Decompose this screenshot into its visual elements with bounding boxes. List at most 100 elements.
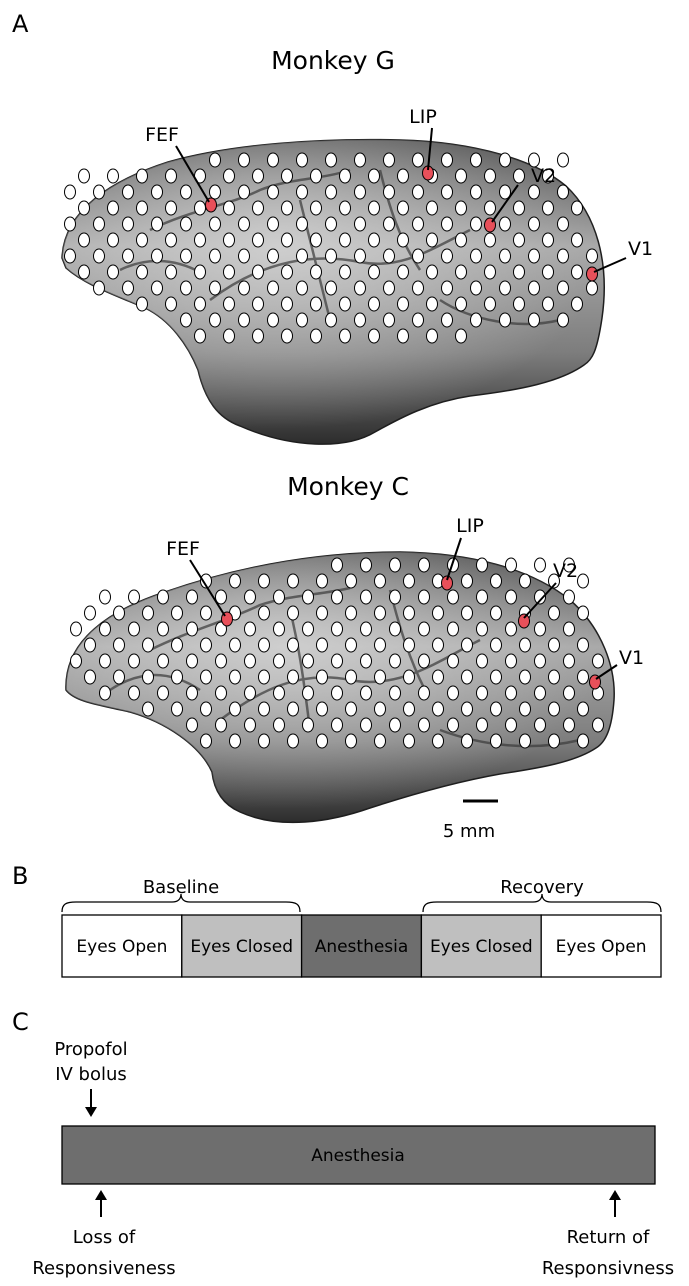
electrode-marker bbox=[375, 606, 386, 620]
electrode-marker bbox=[129, 654, 140, 668]
electrode-marker bbox=[427, 329, 438, 343]
electrode-marker bbox=[152, 249, 163, 263]
electrode-marker bbox=[216, 718, 227, 732]
anesthesia-bar-label: Anesthesia bbox=[311, 1146, 405, 1166]
electrode-marker bbox=[259, 670, 270, 684]
electrode-marker bbox=[108, 265, 119, 279]
electrode-marker bbox=[94, 185, 105, 199]
electrode-marker bbox=[433, 702, 444, 716]
electrode-marker bbox=[340, 201, 351, 215]
v1-label-c: V1 bbox=[619, 647, 644, 669]
electrode-marker bbox=[355, 217, 366, 231]
electrode-marker bbox=[303, 622, 314, 636]
electrode-marker bbox=[413, 313, 424, 327]
electrode-marker bbox=[384, 185, 395, 199]
drug-label-line1: Propofol bbox=[54, 1039, 127, 1060]
electrode-marker bbox=[404, 574, 415, 588]
electrode-marker bbox=[79, 201, 90, 215]
return-arrow bbox=[609, 1190, 621, 1217]
electrode-marker bbox=[375, 638, 386, 652]
electrode-marker bbox=[181, 313, 192, 327]
electrode-marker bbox=[326, 153, 337, 167]
electrode-marker bbox=[514, 265, 525, 279]
electrode-marker bbox=[332, 686, 343, 700]
electrode-marker bbox=[268, 313, 279, 327]
electrode-marker bbox=[477, 686, 488, 700]
electrode-marker bbox=[311, 329, 322, 343]
electrode-marker bbox=[485, 169, 496, 183]
electrode-marker bbox=[462, 606, 473, 620]
electrode-marker bbox=[456, 265, 467, 279]
electrode-marker bbox=[340, 329, 351, 343]
loss-label-line1: Loss of bbox=[73, 1227, 136, 1248]
electrode-marker bbox=[253, 169, 264, 183]
return-label-line1: Return of bbox=[567, 1227, 650, 1248]
electrode-marker bbox=[152, 217, 163, 231]
electrode-marker bbox=[288, 734, 299, 748]
electrode-marker bbox=[558, 153, 569, 167]
electrode-marker bbox=[587, 281, 598, 295]
electrode-marker bbox=[384, 249, 395, 263]
electrode-marker bbox=[448, 590, 459, 604]
electrode-marker bbox=[404, 734, 415, 748]
electrode-marker bbox=[578, 734, 589, 748]
loss-arrow bbox=[95, 1190, 107, 1217]
electrode-marker bbox=[259, 574, 270, 588]
electrode-marker bbox=[282, 329, 293, 343]
electrode-marker bbox=[297, 249, 308, 263]
electrode-marker bbox=[129, 622, 140, 636]
electrode-marker bbox=[355, 153, 366, 167]
electrode-marker bbox=[346, 702, 357, 716]
electrode-marker bbox=[65, 217, 76, 231]
electrode-marker bbox=[564, 718, 575, 732]
electrode-marker bbox=[558, 249, 569, 263]
electrode-marker bbox=[85, 638, 96, 652]
electrode-marker bbox=[572, 297, 583, 311]
electrode-marker bbox=[187, 686, 198, 700]
electrode-marker bbox=[303, 590, 314, 604]
electrode-marker bbox=[477, 558, 488, 572]
electrode-marker bbox=[166, 265, 177, 279]
electrode-marker bbox=[520, 638, 531, 652]
electrode-marker bbox=[274, 718, 285, 732]
electrode-marker bbox=[404, 670, 415, 684]
electrode-marker bbox=[332, 718, 343, 732]
electrode-marker bbox=[210, 313, 221, 327]
electrode-marker bbox=[114, 638, 125, 652]
electrode-marker bbox=[413, 249, 424, 263]
electrode-marker bbox=[506, 558, 517, 572]
electrode-marker bbox=[520, 670, 531, 684]
electrode-marker bbox=[572, 265, 583, 279]
electrode-marker bbox=[564, 622, 575, 636]
electrode-marker bbox=[456, 169, 467, 183]
electrode-marker bbox=[317, 638, 328, 652]
electrode-marker bbox=[340, 297, 351, 311]
electrode-marker bbox=[239, 217, 250, 231]
electrode-marker bbox=[332, 558, 343, 572]
electrode-marker bbox=[311, 265, 322, 279]
electrode-marker bbox=[485, 201, 496, 215]
electrode-marker bbox=[361, 590, 372, 604]
electrode-marker bbox=[326, 249, 337, 263]
electrode-marker bbox=[462, 638, 473, 652]
electrode-marker bbox=[166, 201, 177, 215]
electrode-marker bbox=[514, 233, 525, 247]
v1-label-g: V1 bbox=[628, 238, 653, 260]
electrode-marker bbox=[166, 233, 177, 247]
panel-a-letter: A bbox=[12, 10, 29, 38]
electrode-marker bbox=[303, 654, 314, 668]
timeline-segment-label: Eyes Closed bbox=[430, 937, 533, 957]
electrode-marker bbox=[520, 734, 531, 748]
electrode-marker bbox=[158, 622, 169, 636]
electrode-marker bbox=[398, 265, 409, 279]
electrode-marker bbox=[442, 153, 453, 167]
electrode-marker bbox=[543, 201, 554, 215]
electrode-marker bbox=[500, 249, 511, 263]
electrode-marker bbox=[259, 638, 270, 652]
electrode-marker bbox=[114, 606, 125, 620]
electrode-marker bbox=[297, 313, 308, 327]
electrode-marker bbox=[514, 297, 525, 311]
electrode-marker bbox=[152, 185, 163, 199]
electrode-marker bbox=[71, 622, 82, 636]
